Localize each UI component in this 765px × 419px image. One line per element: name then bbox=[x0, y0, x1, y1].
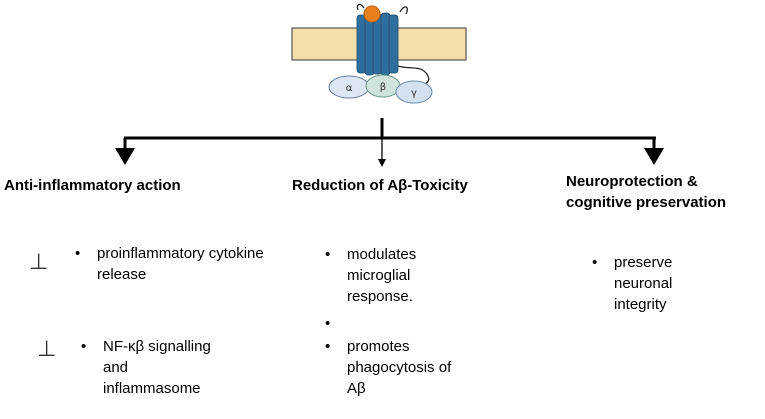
bullet-icon: • bbox=[325, 315, 331, 332]
bullet-text: proinflammatory cytokine release bbox=[97, 245, 264, 283]
inhibition-icon: ⊥ bbox=[37, 337, 57, 362]
bullet-icon: • bbox=[81, 338, 87, 355]
list-item-microglial-response: • modulates microglial response. bbox=[325, 244, 457, 307]
bullet-icon: • bbox=[592, 254, 598, 271]
reduction-ab-toxicity-heading: Reduction of Aβ-Toxicity bbox=[292, 177, 468, 194]
alpha-label: α bbox=[346, 83, 353, 94]
inhibition-icon: ⊥ bbox=[29, 250, 49, 275]
list-item-cytokine-release: • proinflammatory cytokine release bbox=[75, 243, 272, 285]
receptor-c-terminus bbox=[399, 6, 408, 15]
left-arrowhead-icon bbox=[115, 148, 135, 165]
receptor-helices bbox=[356, 12, 399, 76]
list-item-neuronal-integrity: • preserve neuronal integrity bbox=[592, 252, 724, 315]
bullet-text: modulates microglial response. bbox=[347, 246, 417, 305]
list-item-nfkb-signalling: • NF-κβ signalling and inflammasome bbox=[81, 336, 228, 399]
bullet-text: NF-κβ signalling and inflammasome bbox=[103, 338, 211, 397]
receptor-n-terminus bbox=[356, 3, 365, 11]
anti-inflammatory-heading: Anti-inflammatory action bbox=[4, 177, 181, 194]
branching-arrows bbox=[115, 118, 664, 167]
beta-label: β bbox=[380, 82, 386, 93]
list-item-phagocytosis: • promotes phagocytosis of Aβ bbox=[325, 336, 457, 399]
right-arrowhead-icon bbox=[644, 148, 664, 165]
ligand-icon bbox=[363, 5, 381, 23]
bullet-text: preserve neuronal integrity bbox=[614, 254, 673, 313]
bullet-icon: • bbox=[325, 246, 331, 263]
g-protein-complex: α β γ bbox=[328, 74, 433, 104]
neuroprotection-heading: Neuroprotection & cognitive preservation bbox=[566, 173, 727, 211]
center-arrowhead-icon bbox=[378, 159, 386, 167]
bullet-icon: • bbox=[75, 245, 81, 262]
receptor-illustration: α β γ bbox=[291, 3, 467, 104]
g-protein-gamma-subunit bbox=[395, 80, 433, 104]
bullet-text: promotes phagocytosis of Aβ bbox=[347, 338, 452, 397]
bullet-icon: • bbox=[325, 338, 331, 355]
gamma-label: γ bbox=[411, 88, 417, 99]
